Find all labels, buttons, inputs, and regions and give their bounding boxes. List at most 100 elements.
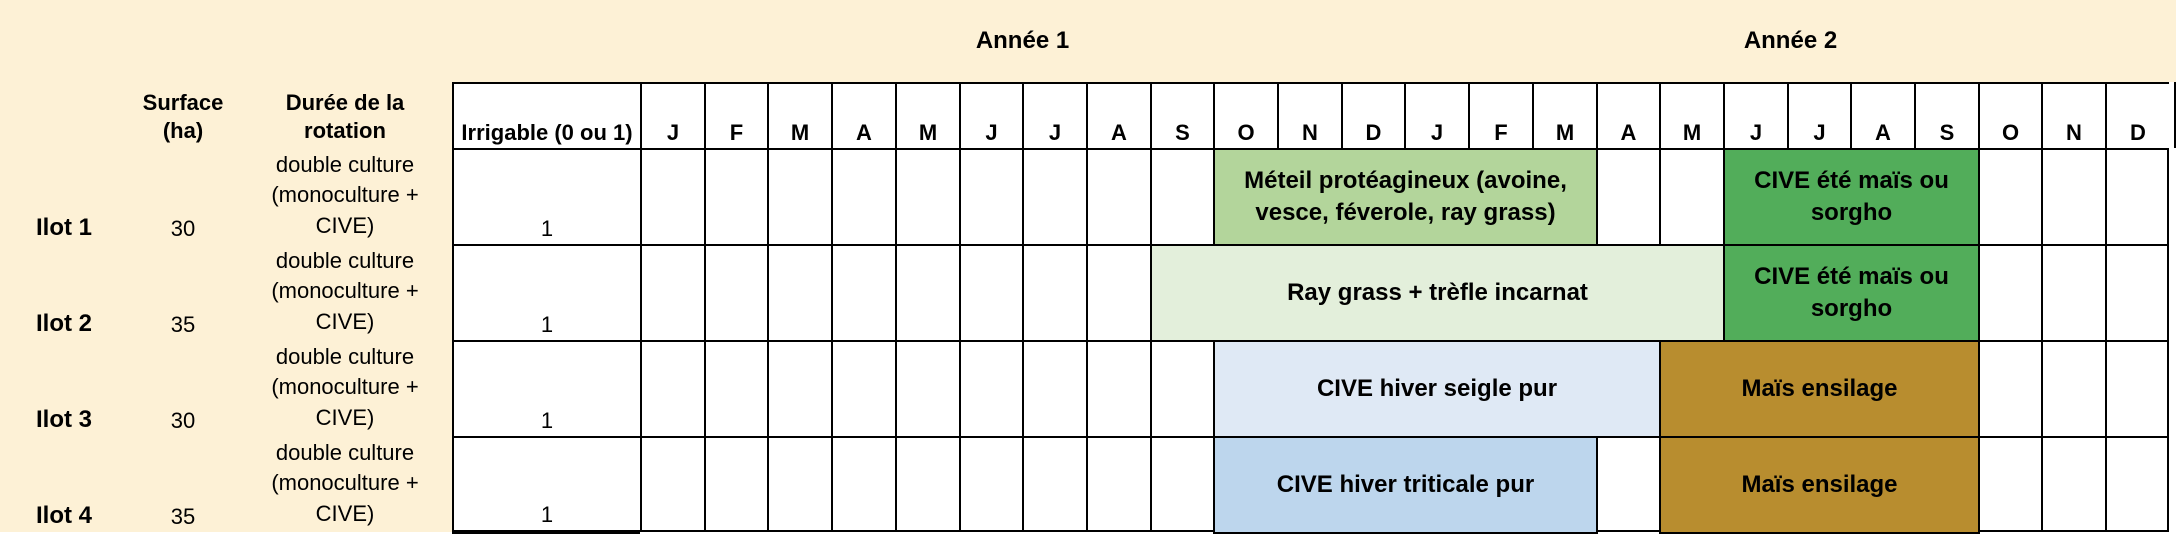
month-header: M	[1532, 82, 1596, 148]
month-cell	[2041, 148, 2105, 244]
rotation-value: double culture (monoculture + CIVE)	[238, 244, 452, 340]
month-cell	[1978, 148, 2041, 244]
ilot-label: Ilot 2	[0, 244, 128, 340]
month-header: F	[704, 82, 767, 148]
year2-header: Année 2	[1405, 0, 2176, 82]
rotation-header: Durée de la rotation	[238, 82, 452, 148]
ilot-label: Ilot 4	[0, 436, 128, 532]
month-cell	[1596, 148, 1659, 244]
month-cell	[959, 244, 1022, 340]
month-cell	[1978, 436, 2041, 532]
month-header: D	[1341, 82, 1404, 148]
month-cell	[831, 436, 895, 532]
crop-block: CIVE hiver triticale pur	[1213, 436, 1598, 534]
month-cell	[704, 244, 767, 340]
month-header: S	[1914, 82, 1978, 148]
surface-value: 35	[128, 244, 238, 340]
month-cell	[2105, 244, 2169, 340]
crop-block: Maïs ensilage	[1659, 436, 1980, 534]
month-header: O	[1978, 82, 2041, 148]
month-cell	[959, 148, 1022, 244]
month-header: J	[1787, 82, 1850, 148]
month-cell	[1022, 148, 1086, 244]
month-cell	[1150, 148, 1213, 244]
header-right-edge	[2174, 82, 2176, 148]
month-header: N	[2041, 82, 2105, 148]
irrigable-value: 1	[452, 244, 640, 340]
year1-header: Année 1	[640, 0, 1405, 82]
month-cell	[640, 340, 704, 436]
crop-block: Ray grass + trèfle incarnat	[1150, 244, 1725, 342]
month-header: A	[1850, 82, 1914, 148]
month-cell	[767, 436, 831, 532]
month-cell	[1978, 244, 2041, 340]
month-cell	[831, 148, 895, 244]
rotation-value: double culture (monoculture + CIVE)	[238, 148, 452, 244]
month-cell	[1022, 436, 1086, 532]
month-cell	[1086, 436, 1150, 532]
table-bottom-line	[452, 532, 640, 534]
crop-block: CIVE été maïs ou sorgho	[1723, 148, 1980, 246]
month-cell	[1596, 436, 1659, 532]
crop-block: Méteil protéagineux (avoine, vesce, féve…	[1213, 148, 1598, 246]
month-cell	[767, 148, 831, 244]
month-cell	[1022, 244, 1086, 340]
month-cell	[704, 436, 767, 532]
month-header: A	[1086, 82, 1150, 148]
month-header: O	[1213, 82, 1277, 148]
month-header: D	[2105, 82, 2169, 148]
month-header: J	[1022, 82, 1086, 148]
month-cell	[2105, 148, 2169, 244]
month-header: F	[1468, 82, 1532, 148]
month-cell	[1022, 340, 1086, 436]
month-cell	[895, 340, 959, 436]
surface-value: 30	[128, 340, 238, 436]
irrigable-value: 1	[452, 436, 640, 532]
month-cell	[767, 244, 831, 340]
month-cell	[640, 436, 704, 532]
header-ilot-cell	[0, 82, 128, 148]
ilot-label: Ilot 1	[0, 148, 128, 244]
month-cell	[959, 340, 1022, 436]
month-header: M	[1659, 82, 1723, 148]
month-cell	[2041, 244, 2105, 340]
month-cell	[767, 340, 831, 436]
month-cell	[640, 244, 704, 340]
month-cell	[1150, 436, 1213, 532]
month-cell	[895, 148, 959, 244]
crop-block: CIVE hiver seigle pur	[1213, 340, 1661, 438]
irrigable-value: 1	[452, 148, 640, 244]
month-header: J	[640, 82, 704, 148]
rotation-value: double culture (monoculture + CIVE)	[238, 340, 452, 436]
month-header: M	[895, 82, 959, 148]
month-cell	[1659, 148, 1723, 244]
crop-block: CIVE été maïs ou sorgho	[1723, 244, 1980, 342]
month-cell	[895, 436, 959, 532]
month-header: A	[1596, 82, 1659, 148]
irrigable-header: Irrigable (0 ou 1)	[452, 82, 640, 148]
month-cell	[2041, 436, 2105, 532]
month-cell	[1978, 340, 2041, 436]
month-cell	[831, 340, 895, 436]
month-cell	[831, 244, 895, 340]
month-cell	[1086, 148, 1150, 244]
month-cell	[1086, 244, 1150, 340]
surface-value: 30	[128, 148, 238, 244]
header-blank	[0, 0, 640, 82]
ilot-label: Ilot 3	[0, 340, 128, 436]
rotation-value: double culture (monoculture + CIVE)	[238, 436, 452, 532]
month-cell	[959, 436, 1022, 532]
month-header: S	[1150, 82, 1213, 148]
month-header: A	[831, 82, 895, 148]
month-cell	[895, 244, 959, 340]
month-header: N	[1277, 82, 1341, 148]
month-cell	[1150, 340, 1213, 436]
surface-header: Surface (ha)	[128, 82, 238, 148]
month-cell	[704, 340, 767, 436]
month-cell	[2041, 340, 2105, 436]
month-header: J	[1723, 82, 1787, 148]
month-cell	[2105, 436, 2169, 532]
month-cell	[2105, 340, 2169, 436]
month-cell	[640, 148, 704, 244]
